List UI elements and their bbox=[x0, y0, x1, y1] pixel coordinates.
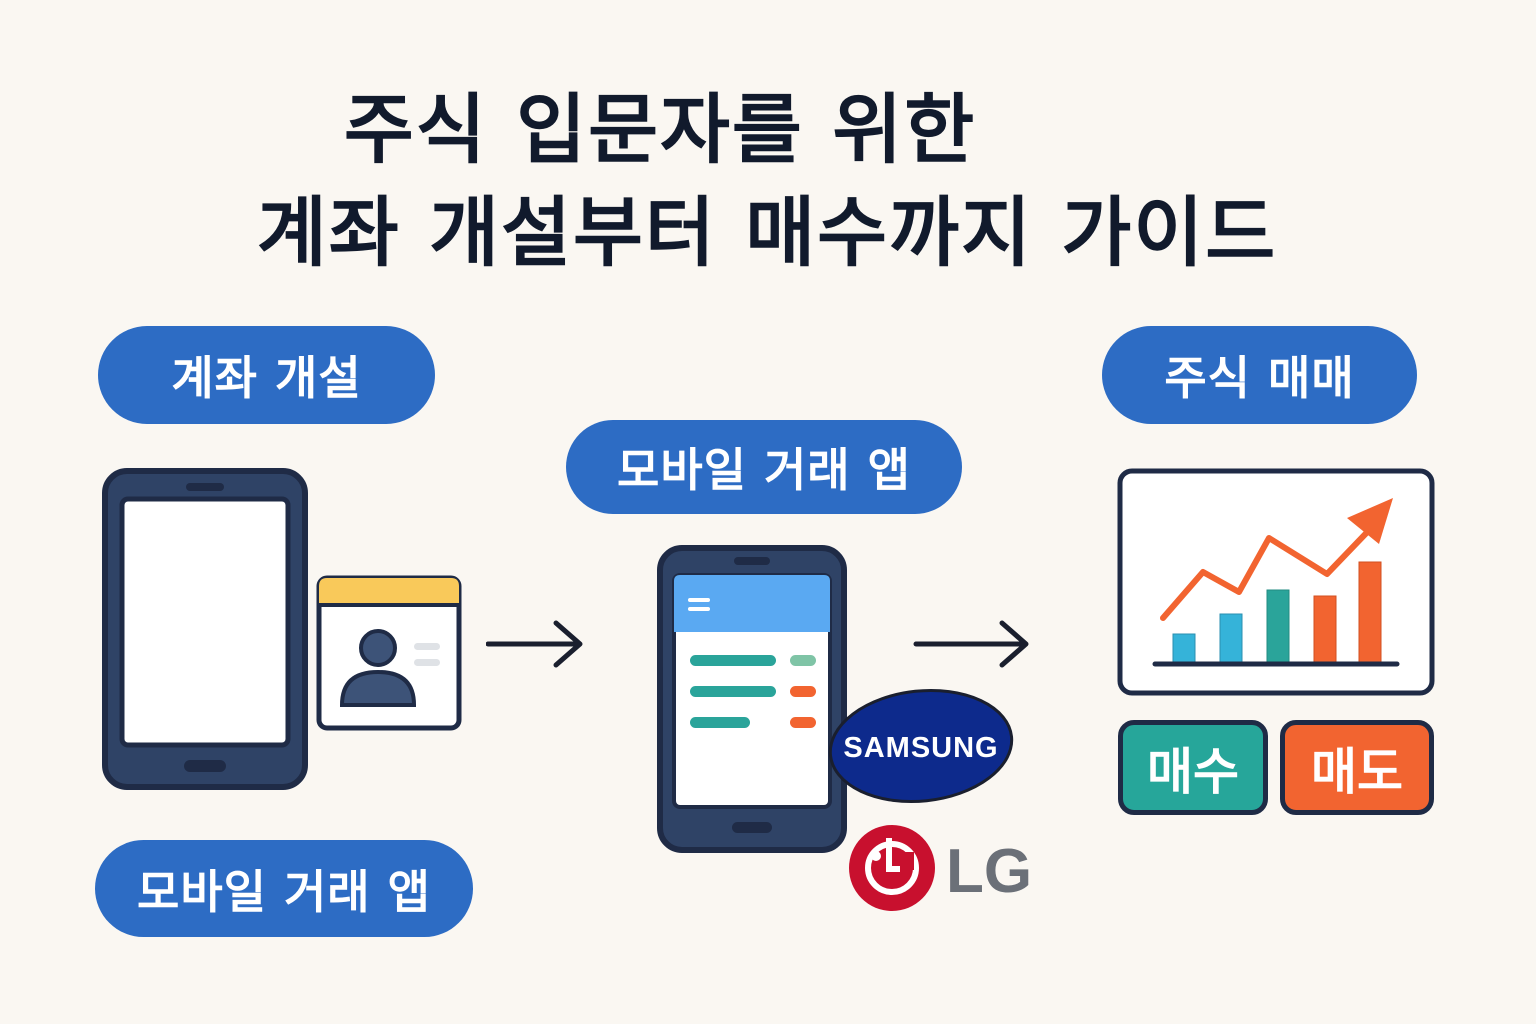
arrow-right-icon bbox=[913, 620, 1029, 668]
page-title-line2: 계좌 개설부터 매수까지 가이드 bbox=[256, 188, 1278, 277]
arrow-right-icon bbox=[486, 620, 583, 668]
step-label-account-open: 계좌 개설 bbox=[98, 326, 435, 424]
page-title-line1: 주식 입문자를 위한 bbox=[343, 85, 977, 174]
rising-chart-icon bbox=[1117, 468, 1435, 696]
step-label-mobile-app: 모바일 거래 앱 bbox=[566, 420, 962, 514]
lg-logo: LG bbox=[849, 825, 1032, 911]
step-label-stock-trade: 주식 매매 bbox=[1102, 326, 1417, 424]
sell-button[interactable]: 매도 bbox=[1280, 720, 1434, 815]
samsung-logo: SAMSUNG bbox=[828, 688, 1014, 804]
id-card-icon bbox=[316, 575, 462, 731]
samsung-text: SAMSUNG bbox=[843, 732, 998, 764]
lg-text: LG bbox=[946, 837, 1032, 906]
smartphone-icon bbox=[102, 468, 308, 790]
buy-button[interactable]: 매수 bbox=[1118, 720, 1268, 815]
step-label-mobile-app-bottom: 모바일 거래 앱 bbox=[95, 840, 473, 937]
trading-app-phone-icon bbox=[657, 545, 847, 853]
